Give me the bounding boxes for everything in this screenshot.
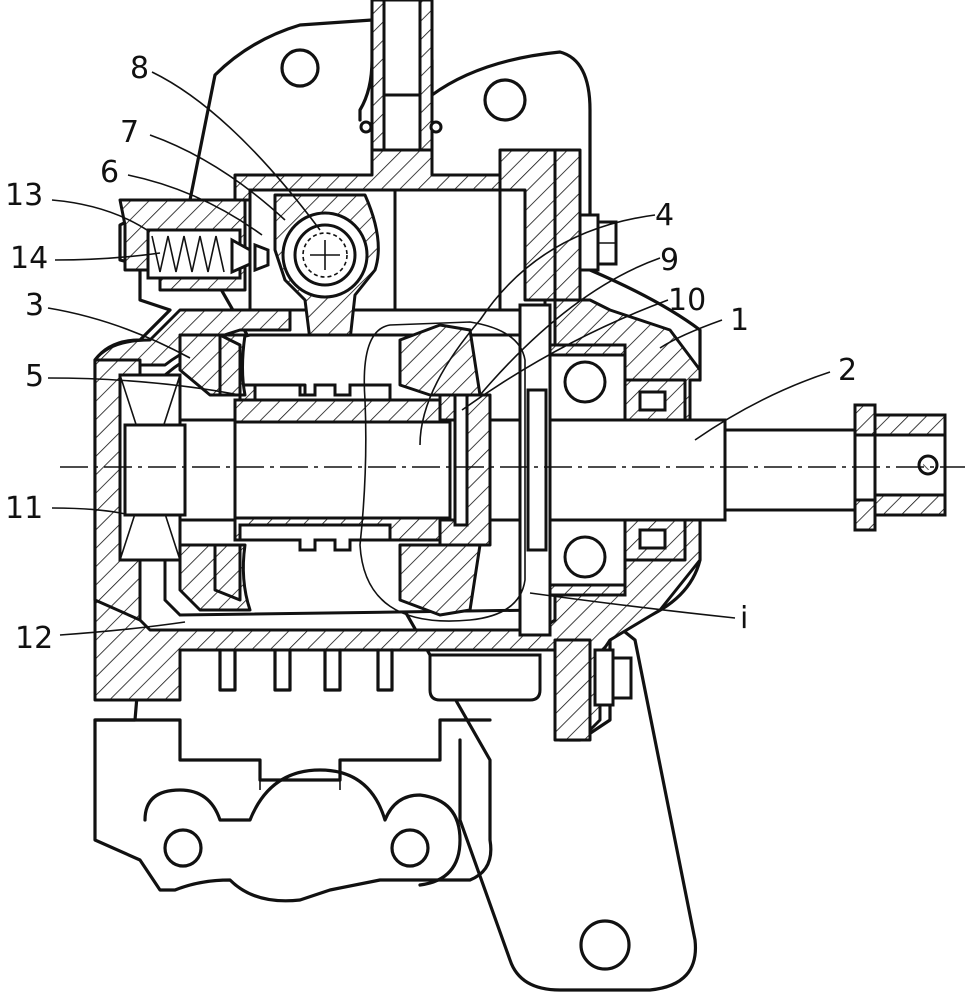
lower-wall	[555, 640, 590, 740]
callout-12: 12	[15, 621, 53, 656]
callout-9: 9	[660, 243, 679, 278]
slider-block	[395, 190, 500, 310]
bearing-race-bottom	[545, 585, 625, 595]
top-hole-right	[485, 80, 525, 120]
callout-1: 1	[730, 303, 749, 338]
callout-2: 2	[838, 353, 857, 388]
seal-lip-top	[640, 392, 665, 410]
bolt-head	[580, 215, 598, 270]
fitting-hatch-top	[875, 415, 945, 435]
shaft-bolt-head	[125, 425, 185, 515]
left-gear-teeth-bottom	[215, 545, 240, 600]
cross-pin-fill	[923, 460, 933, 470]
callout-7: 7	[120, 115, 139, 150]
callout-14: 14	[10, 241, 48, 276]
lower-bolt-head	[595, 650, 613, 705]
bottom-hole-left	[165, 830, 201, 866]
lower-bolt-nut	[613, 658, 631, 698]
fork-teeth	[255, 385, 390, 400]
spring-bore	[148, 230, 240, 278]
circlip	[455, 395, 467, 525]
collar-hatch-top	[855, 405, 875, 435]
disc-hub	[528, 390, 546, 550]
right-bevel-gear-bottom	[400, 545, 480, 615]
detent-plunger	[232, 240, 250, 272]
left-gear-teeth-top	[220, 335, 240, 395]
bearing-ball-top	[565, 362, 605, 402]
collar-hatch-bottom	[855, 500, 875, 530]
tube-clip-right	[431, 122, 441, 132]
fitting-hatch-bottom	[875, 495, 945, 515]
bottom-flange	[95, 720, 490, 780]
detent-ball-seat	[255, 245, 268, 270]
bottom-bosses	[145, 770, 460, 885]
callout-5: 5	[25, 359, 44, 394]
callout-i: i	[740, 601, 748, 636]
bracket-hole	[581, 921, 629, 969]
top-hole-left	[282, 50, 318, 86]
callout-4: 4	[655, 198, 674, 233]
bottom-hole-right	[392, 830, 428, 866]
shaft-end	[725, 430, 855, 510]
callout-13: 13	[5, 178, 43, 213]
tube-wall-right	[420, 0, 432, 160]
cooling-fins	[220, 650, 392, 690]
sleeve-hatch-top	[235, 400, 450, 422]
callout-11: 11	[5, 491, 43, 526]
bearing-ball-bottom	[565, 537, 605, 577]
tube-clip-left	[361, 122, 371, 132]
tube-wall-left	[372, 0, 384, 160]
callout-6: 6	[100, 155, 119, 190]
callout-8: 8	[130, 51, 149, 86]
callout-3: 3	[25, 288, 44, 323]
lower-pocket	[430, 655, 540, 700]
callout-10: 10	[668, 283, 706, 318]
seal-lip-bottom	[640, 530, 665, 548]
